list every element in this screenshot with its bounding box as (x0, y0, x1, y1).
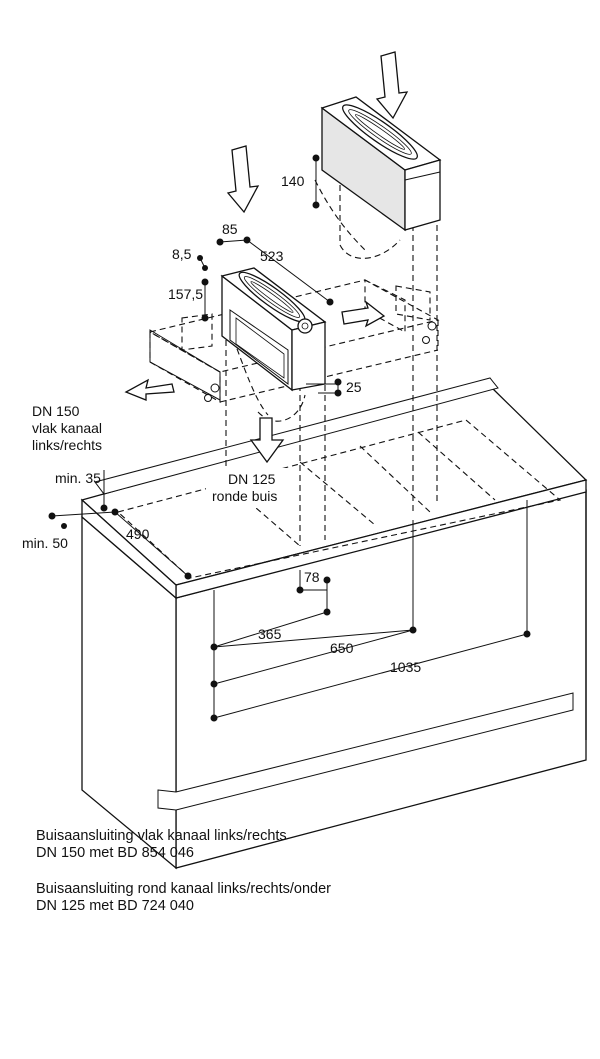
downdraft-unit-lowered (220, 267, 327, 392)
dn125-line-2: ronde buis (212, 488, 277, 504)
dim-365: 365 (258, 626, 282, 642)
cabinet (81, 489, 587, 870)
worktop-backsplash (94, 377, 499, 495)
duct-end-left (149, 329, 221, 402)
dn150-line-3: links/rechts (32, 437, 102, 453)
dim-157-5: 157,5 (168, 286, 203, 302)
dn150-line-2: vlak kanaal (32, 420, 102, 436)
caption-round-line-2: DN 125 met BD 724 040 (36, 898, 194, 914)
worktop-side-edge (81, 498, 177, 600)
dim-25: 25 (346, 379, 362, 395)
arrow-right-icon (341, 300, 386, 328)
dimension-labels: 140 85 8,5 523 157,5 25 min. 35 min. 50 … (22, 173, 421, 675)
caption-flat-line-2: DN 150 met BD 854 046 (36, 845, 194, 861)
callout-dn125: DN 125 ronde buis (206, 468, 294, 508)
dim-min-35: min. 35 (55, 470, 101, 486)
cabinet-plinth (157, 692, 574, 811)
dim-85: 85 (222, 221, 238, 237)
caption-round-line-1: Buisaansluiting rond kanaal links/rechts… (36, 881, 332, 897)
downdraft-unit-raised (320, 96, 442, 232)
dim-1035: 1035 (390, 659, 421, 675)
dim-140: 140 (281, 173, 305, 189)
caption-flat-duct: Buisaansluiting vlak kanaal links/rechts… (36, 828, 576, 862)
dn125-line-1: DN 125 (228, 471, 276, 487)
arrow-down-icon (226, 145, 260, 214)
dim-min-50: min. 50 (22, 535, 68, 551)
dn150-line-1: DN 150 (32, 403, 80, 419)
callout-dn150: DN 150 vlak kanaal links/rechts (32, 403, 102, 453)
airflow-arrows (124, 51, 409, 464)
dim-650: 650 (330, 640, 354, 656)
dim-490: 490 (126, 526, 150, 542)
worktop-cutout (116, 419, 562, 579)
dimension-lines (51, 158, 528, 719)
caption-round-duct: Buisaansluiting rond kanaal links/rechts… (36, 881, 576, 915)
arrow-left-icon (124, 378, 175, 401)
caption-flat-line-1: Buisaansluiting vlak kanaal links/rechts (36, 828, 287, 844)
dim-78: 78 (304, 569, 320, 585)
control-knob-icon (297, 318, 313, 334)
duct-end-right (422, 321, 437, 344)
worktop (80, 377, 588, 600)
dim-523: 523 (260, 248, 284, 264)
arrow-down-icon (249, 417, 285, 464)
dimension-dots (48, 154, 531, 722)
dim-8-5: 8,5 (172, 246, 192, 262)
arrow-down-icon (375, 51, 409, 120)
